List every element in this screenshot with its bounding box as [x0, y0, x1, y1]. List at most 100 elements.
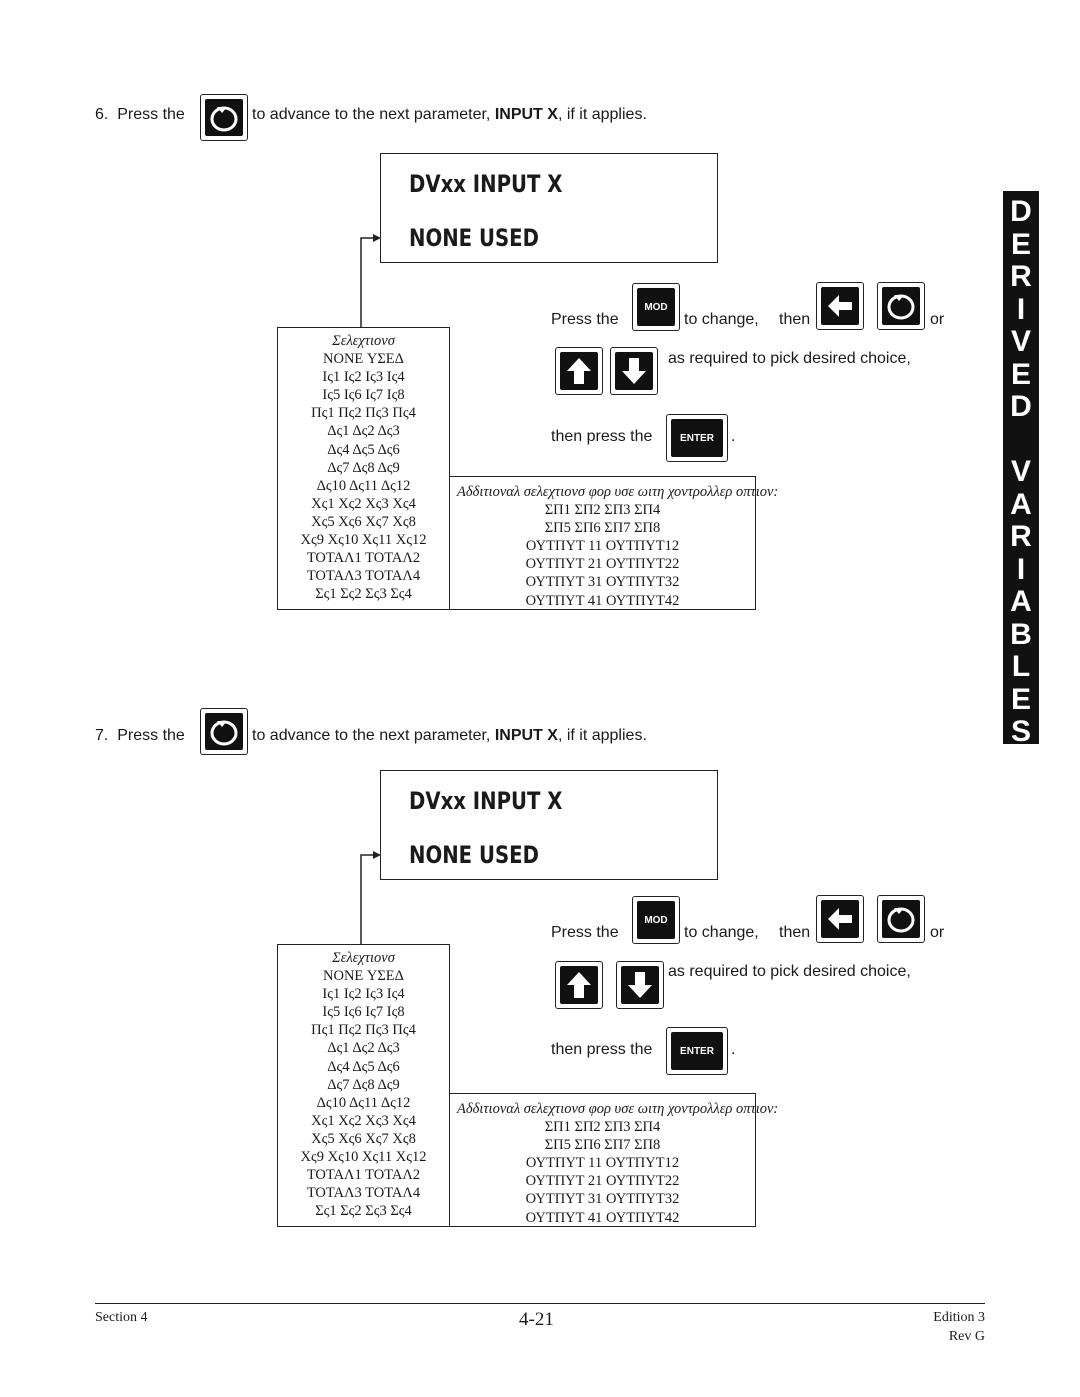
selection-row: Δς10 Δς11 Δς12	[316, 477, 411, 494]
lcd-display: DVxx INPUT X NONE USED	[380, 153, 718, 263]
selection-row: Δς7 Δς8 Δς9	[327, 1076, 400, 1093]
selection-row: Χς5 Χς6 Χς7 Χς8	[311, 1130, 416, 1147]
side-tab-letter	[1003, 424, 1039, 457]
footer-edition: Edition 3	[933, 1310, 985, 1325]
arrow-up-icon	[567, 358, 591, 384]
side-tab-letter: D	[1010, 390, 1032, 423]
step-6-text: 6. Press the	[95, 105, 185, 125]
selection-row: Δς7 Δς8 Δς9	[327, 459, 400, 476]
side-tab-letter: R	[1010, 260, 1032, 293]
additional-row: ΟΥΤΠΥΤ 41 ΟΥΤΠΥΤ42	[525, 1209, 680, 1226]
page-footer: Section 4 4-21 Edition 3 Rev G	[95, 1303, 985, 1344]
to-change-text: to change,	[684, 311, 759, 328]
connector-arrow	[360, 234, 381, 328]
selection-row: Ις5 Ις6 Ις7 Ις8	[322, 1004, 405, 1021]
additional-selections-box: Αδδιτιοναλ σελεχτιονσ φορ υσε ωιτη χοντρ…	[449, 476, 778, 610]
selections-box: Σελεχτιονσ NONE ΥΣΕΔ Ις1 Ις2 Ις3 Ις4 Ις5…	[277, 944, 450, 1227]
press-the-text: Press the	[551, 311, 619, 328]
additional-row: ΣΠ5 ΣΠ6 ΣΠ7 ΣΠ8	[544, 1137, 661, 1154]
selection-row: Ις1 Ις2 Ις3 Ις4	[322, 986, 405, 1003]
applies-text: , if it applies.	[557, 106, 647, 123]
additional-row: ΣΠ5 ΣΠ6 ΣΠ7 ΣΠ8	[544, 520, 661, 537]
additional-row: ΟΥΤΠΥΤ 31 ΟΥΤΠΥΤ32	[525, 1191, 680, 1208]
advance-text: to advance to the next parameter,	[252, 106, 491, 123]
up-arrow-key[interactable]	[555, 347, 603, 395]
arrow-down-icon	[622, 358, 646, 384]
selections-title: Σελεχτιονσ	[332, 333, 395, 349]
left-arrow-key[interactable]	[816, 895, 864, 943]
additional-selections-box: Αδδιτιοναλ σελεχτιονσ φορ υσε ωιτη χοντρ…	[449, 1093, 779, 1227]
side-tab-letter: I	[1016, 292, 1026, 326]
arrow-up-icon	[567, 972, 591, 998]
side-tab-letter: L	[1011, 650, 1031, 683]
side-tab-letter: E	[1010, 357, 1031, 391]
additional-row: ΟΥΤΠΥΤ 11 ΟΥΤΠΥΤ12	[525, 1155, 680, 1172]
lcd-line-2: NONE USED	[409, 841, 539, 869]
selection-row: Ις1 Ις2 Ις3 Ις4	[322, 369, 405, 386]
enter-key[interactable]: ENTER	[666, 1027, 728, 1075]
to-change-text: to change,	[684, 924, 759, 941]
advance-key[interactable]	[877, 895, 925, 943]
press-the-text: Press the	[551, 924, 619, 941]
selection-row: Χς1 Χς2 Χς3 Χς4	[311, 1112, 416, 1129]
selection-row: Δς1 Δς2 Δς3	[327, 1040, 400, 1057]
as-required-text: as required to pick desired choice,	[668, 350, 911, 367]
mod-key[interactable]: MOD	[632, 283, 680, 331]
advance-key[interactable]	[200, 708, 248, 755]
selection-row: ΤΟΤΑΛ3 ΤΟΤΑΛ4	[306, 568, 421, 585]
selection-row: ΤΟΤΑΛ1 ΤΟΤΑΛ2	[306, 550, 421, 567]
enter-key[interactable]: ENTER	[666, 414, 728, 462]
selection-row: Σς1 Σς2 Σς3 Σς4	[315, 586, 412, 603]
mod-key[interactable]: MOD	[632, 896, 680, 944]
additional-title: Αδδιτιοναλ σελεχτιονσ φορ υσε ωιτη χοντρ…	[457, 1101, 779, 1117]
side-tab-letter: V	[1010, 455, 1031, 488]
period: .	[731, 1041, 736, 1058]
selection-row: ΤΟΤΑΛ3 ΤΟΤΑΛ4	[306, 1185, 421, 1202]
step-6-desc: to advance to the next parameter, INPUT …	[252, 105, 647, 125]
lcd-display: DVxx INPUT X NONE USED	[380, 770, 718, 880]
additional-row: ΟΥΤΠΥΤ 11 ΟΥΤΠΥΤ12	[525, 538, 680, 555]
side-tab-letter: D	[1010, 195, 1032, 228]
enter-label: ENTER	[671, 1032, 723, 1070]
selection-row: Χς9 Χς10 Χς11 Χς12	[300, 1149, 427, 1166]
selection-row: Χς5 Χς6 Χς7 Χς8	[311, 513, 416, 530]
side-tab-letter: B	[1010, 617, 1032, 651]
lcd-line-1: DVxx INPUT X	[409, 170, 563, 198]
additional-row: ΟΥΤΠΥΤ 41 ΟΥΤΠΥΤ42	[525, 592, 680, 609]
applies-text: , if it applies.	[557, 727, 647, 744]
footer-section: Section 4	[95, 1310, 148, 1325]
up-arrow-key[interactable]	[555, 961, 603, 1009]
down-arrow-key[interactable]	[610, 347, 658, 395]
additional-row: ΟΥΤΠΥΤ 31 ΟΥΤΠΥΤ32	[525, 574, 680, 591]
side-tab-letter: I	[1016, 552, 1026, 586]
left-arrow-key[interactable]	[816, 282, 864, 330]
selection-row: Δς10 Δς11 Δς12	[316, 1094, 411, 1111]
arrow-down-icon	[628, 972, 652, 998]
enter-label: ENTER	[671, 419, 723, 457]
selection-row: ΤΟΤΑΛ1 ΤΟΤΑΛ2	[306, 1167, 421, 1184]
advance-key[interactable]	[200, 94, 248, 141]
arrow-left-icon	[828, 908, 852, 930]
step-7-text: 7. Press the	[95, 726, 185, 746]
advance-key[interactable]	[877, 282, 925, 330]
selection-row: Δς4 Δς5 Δς6	[327, 1058, 400, 1075]
connector-arrow	[360, 851, 381, 945]
down-arrow-key[interactable]	[616, 961, 664, 1009]
cycle-arrow-icon	[887, 907, 915, 933]
or-text: or	[930, 311, 945, 328]
cycle-arrow-icon	[210, 720, 238, 745]
selections-box: Σελεχτιονσ NONE ΥΣΕΔ Ις1 Ις2 Ις3 Ις4 Ις5…	[277, 327, 450, 610]
selection-row: Πς1 Πς2 Πς3 Πς4	[311, 405, 416, 422]
section-side-tab: D E R I V E D V A R I A B L E S	[1003, 191, 1039, 748]
side-tab-letter: E	[1010, 227, 1031, 261]
selection-row: Χς1 Χς2 Χς3 Χς4	[311, 495, 416, 512]
then-press-text: then press the	[551, 1041, 653, 1058]
selection-row: NONE ΥΣΕΔ	[323, 968, 404, 985]
lcd-line-1: DVxx INPUT X	[409, 787, 563, 815]
side-tab-letter: S	[1010, 715, 1031, 748]
step-7-desc: to advance to the next parameter, INPUT …	[252, 726, 647, 746]
footer-page-number: 4-21	[519, 1309, 554, 1330]
press-text: Press the	[117, 727, 185, 744]
then-text: then	[779, 924, 811, 941]
side-tab-letter: A	[1010, 585, 1032, 618]
